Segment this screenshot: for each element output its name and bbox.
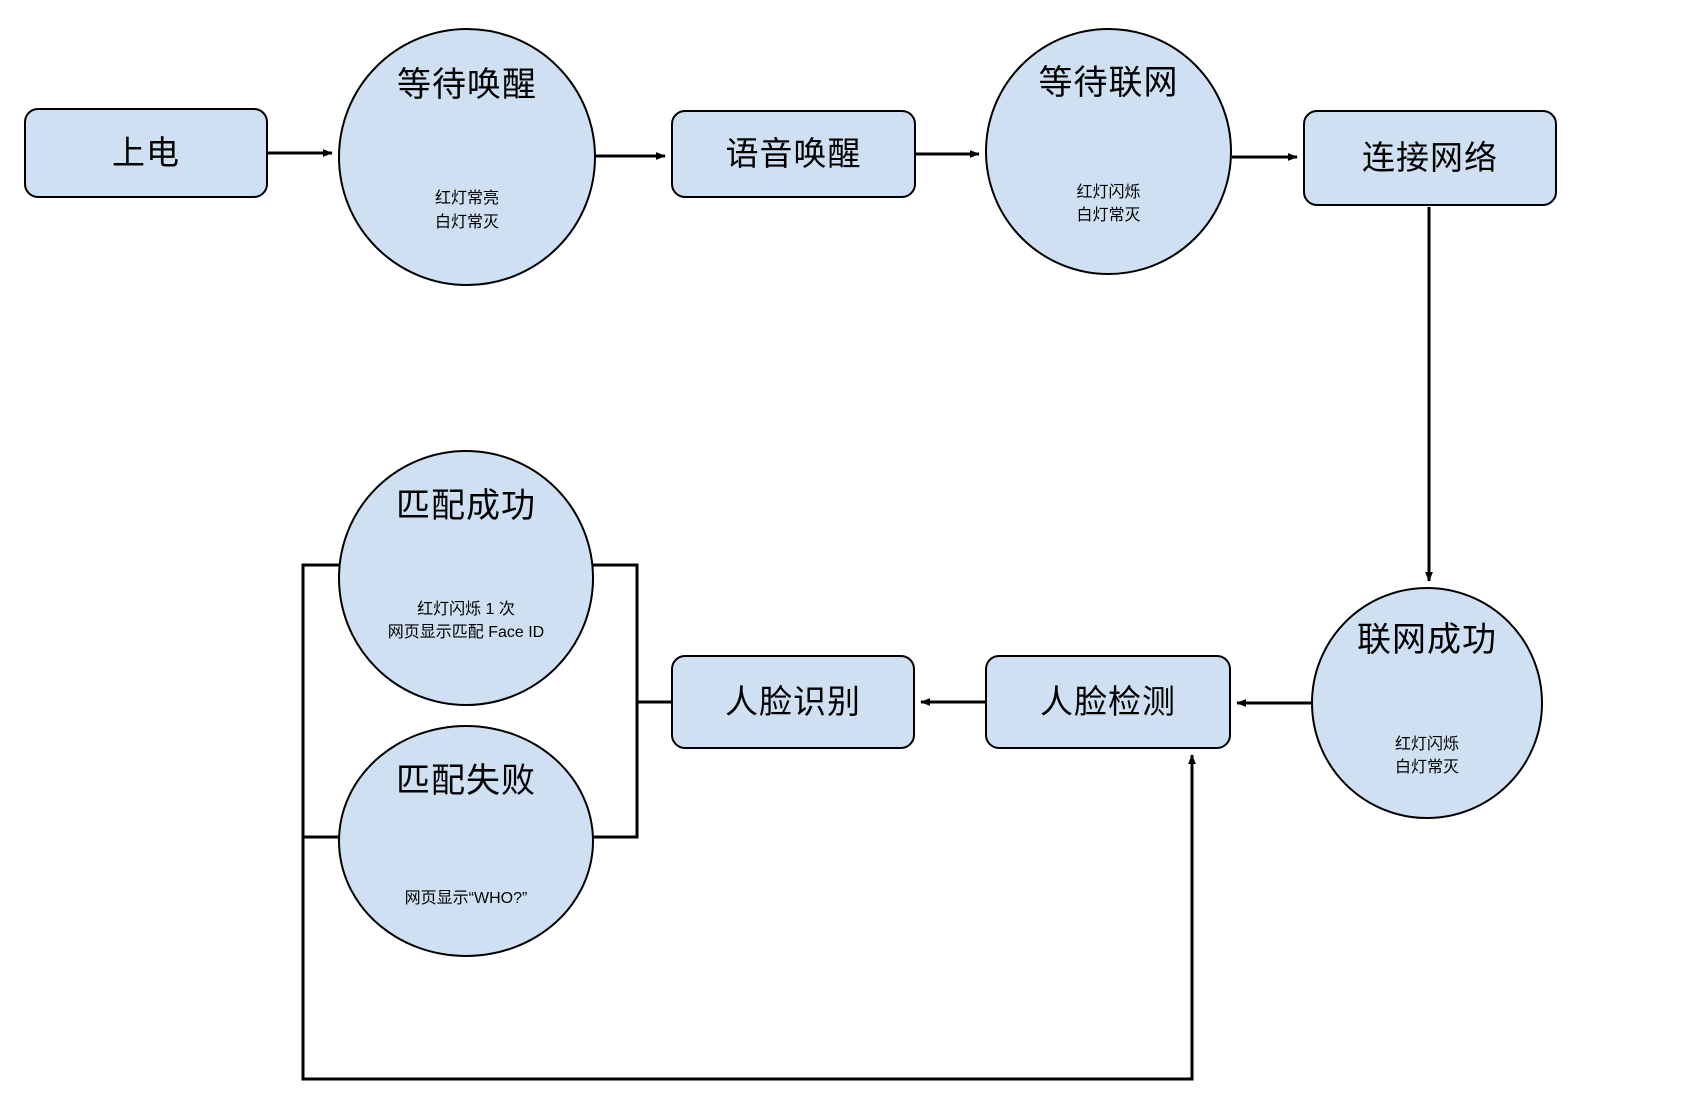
node-network-success-sub: 红灯闪烁 白灯常灭 [1394,735,1459,776]
node-match-success[interactable]: 匹配成功 红灯闪烁 1 次 网页显示匹配 Face ID [338,450,594,706]
node-wait-wake-sub: 红灯常亮 白灯常灭 [434,190,499,231]
node-face-detection-label: 人脸检测 [1040,683,1176,721]
node-wait-net-sub: 红灯闪烁 白灯常灭 [1076,183,1141,224]
node-network-success[interactable]: 联网成功 红灯闪烁 白灯常灭 [1311,587,1543,819]
node-voice-wake-label: 语音唤醒 [725,135,862,173]
node-voice-wake[interactable]: 语音唤醒 [671,110,916,198]
node-face-recognition-label: 人脸识别 [725,683,861,721]
node-connect-network-label: 连接网络 [1362,139,1498,177]
node-wait-net[interactable]: 等待联网 红灯闪烁 白灯常灭 [985,28,1232,275]
node-network-success-label: 联网成功 [1357,620,1497,659]
node-match-failure[interactable]: 匹配失败 网页显示“WHO?” [338,725,594,957]
node-face-recognition[interactable]: 人脸识别 [671,655,915,749]
node-match-success-label: 匹配成功 [396,487,536,526]
node-connect-network[interactable]: 连接网络 [1303,110,1557,206]
node-wait-net-label: 等待联网 [1038,64,1179,103]
node-match-success-sub: 红灯闪烁 1 次 网页显示匹配 Face ID [387,601,545,642]
node-match-failure-label: 匹配失败 [396,762,536,801]
node-wait-wake-label: 等待唤醒 [397,65,537,104]
node-power[interactable]: 上电 [24,108,268,198]
node-wait-wake[interactable]: 等待唤醒 红灯常亮 白灯常灭 [338,28,596,286]
node-match-failure-sub: 网页显示“WHO?” [404,889,528,907]
node-power-label: 上电 [112,134,180,172]
node-face-detection[interactable]: 人脸检测 [985,655,1231,749]
